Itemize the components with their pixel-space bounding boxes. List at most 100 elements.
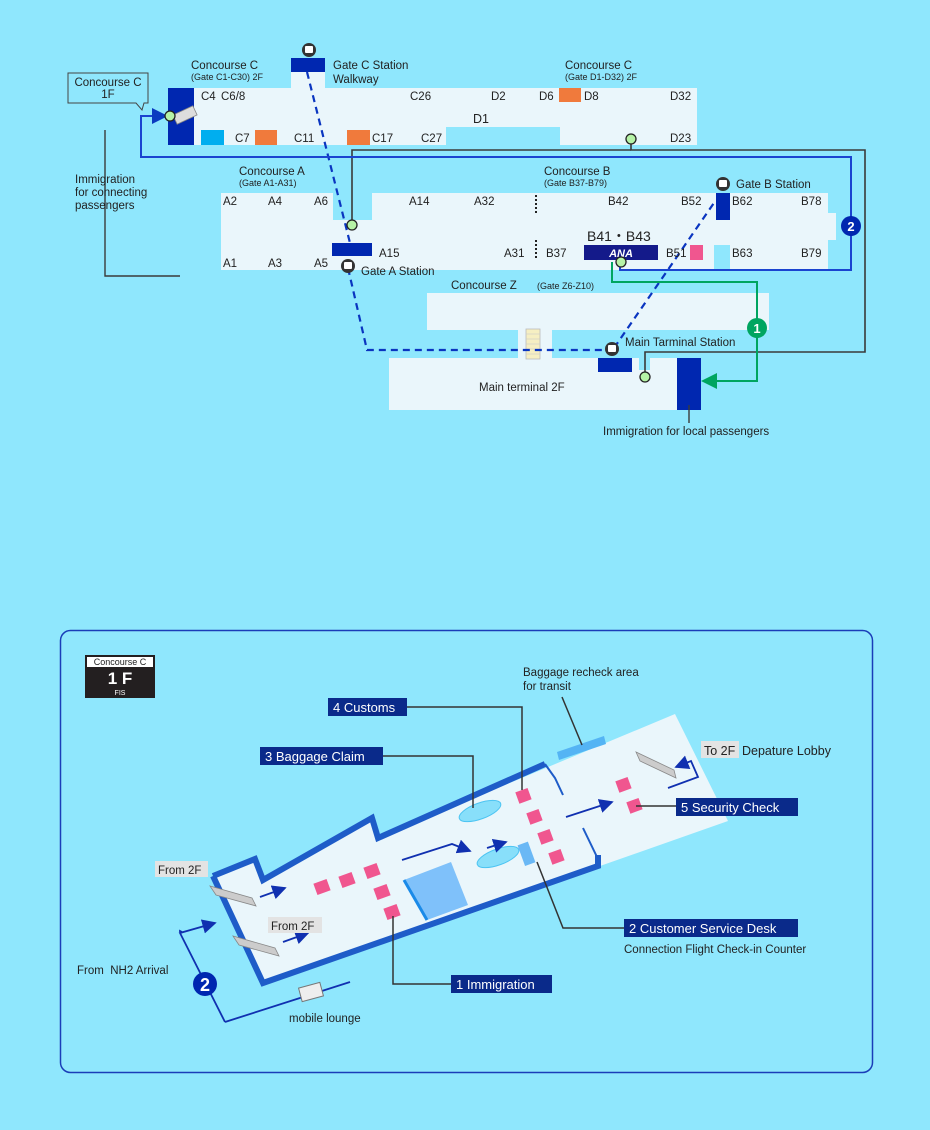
map-label: (Gate Z6-Z10) bbox=[537, 281, 594, 291]
lounge-c7 bbox=[255, 130, 277, 145]
map-label: B41・B43 bbox=[587, 228, 651, 244]
map-label: B79 bbox=[801, 248, 821, 260]
map-label: C4 bbox=[201, 91, 216, 103]
lounge-c17 bbox=[347, 130, 370, 145]
map-label: for connecting bbox=[75, 187, 147, 199]
map-label: 2 Customer Service Desk bbox=[629, 921, 777, 936]
map-label: Gate C Station bbox=[333, 60, 408, 72]
map-label: 1 Immigration bbox=[456, 977, 535, 992]
map-label: A4 bbox=[268, 196, 283, 208]
concourse-c-building bbox=[168, 58, 697, 145]
map-label: Concourse C bbox=[191, 60, 258, 72]
gate-b-station-block bbox=[716, 193, 730, 220]
gate-c-station-block bbox=[291, 58, 325, 72]
map-label: C7 bbox=[235, 133, 250, 145]
baggage-claim-label bbox=[260, 747, 383, 765]
floor-badge: Concourse C 1 F FIS bbox=[85, 655, 155, 698]
security-check-label bbox=[676, 798, 798, 816]
map-label: A15 bbox=[379, 248, 399, 260]
map-label: 4 Customs bbox=[333, 700, 396, 715]
concourse-ab-building: ANA bbox=[221, 193, 836, 270]
map-label: D32 bbox=[670, 91, 691, 103]
map-label: 2 bbox=[847, 219, 854, 234]
service-desk-label bbox=[624, 919, 798, 937]
customs-label bbox=[328, 698, 407, 716]
concourse-z-and-main-terminal bbox=[389, 293, 769, 410]
map-label: B62 bbox=[732, 196, 752, 208]
map-label: B63 bbox=[732, 248, 752, 260]
map-label: Concourse C bbox=[565, 60, 632, 72]
map-label: Main terminal 2F bbox=[479, 382, 565, 394]
map-label: B42 bbox=[608, 196, 628, 208]
map-label: (Gate A1-A31) bbox=[239, 178, 297, 188]
map-label: FIS bbox=[115, 690, 126, 697]
map-label: C27 bbox=[421, 133, 442, 145]
route-2-marker-floor: 2 bbox=[193, 972, 217, 996]
mobile-lounge-icon bbox=[297, 981, 325, 1003]
map-label: Walkway bbox=[333, 74, 379, 86]
map-label: (Gate C1-C30) 2F bbox=[191, 72, 264, 82]
pink-facility bbox=[690, 245, 703, 260]
map-label: Immigration bbox=[75, 174, 135, 186]
map-label: Depature Lobby bbox=[742, 744, 832, 758]
immigration-local-block bbox=[677, 358, 701, 410]
map-label: mobile lounge bbox=[289, 1013, 361, 1025]
info-counter bbox=[201, 130, 224, 145]
escalator-icon bbox=[172, 105, 198, 125]
service-desk bbox=[517, 841, 536, 867]
map-label: Concourse A bbox=[239, 166, 305, 178]
map-label: A2 bbox=[223, 196, 237, 208]
route-2-marker: 2 bbox=[841, 216, 861, 236]
map-label: C26 bbox=[410, 91, 431, 103]
map-label: Gate B Station bbox=[736, 179, 811, 191]
map-label: To 2F bbox=[704, 744, 736, 758]
main-station-block bbox=[598, 358, 632, 372]
map-label: A32 bbox=[474, 196, 494, 208]
counters bbox=[313, 776, 643, 921]
map-label: Immigration for local passengers bbox=[603, 426, 769, 438]
map-label: From 2F bbox=[271, 921, 314, 933]
map-label: Concourse C bbox=[74, 77, 141, 89]
map-label: D6 bbox=[539, 91, 554, 103]
map-label: B52 bbox=[681, 196, 701, 208]
map-label: A6 bbox=[314, 196, 328, 208]
map-label: B51 bbox=[666, 248, 686, 260]
map-label: A5 bbox=[314, 258, 328, 270]
transfer-points bbox=[164, 110, 651, 383]
map-label: Concourse C bbox=[94, 657, 147, 667]
map-label: B78 bbox=[801, 196, 821, 208]
step-labels: 4 Customs 3 Baggage Claim 1 Immigration … bbox=[260, 698, 798, 993]
leader-lines bbox=[383, 696, 676, 985]
map-label: 2 bbox=[200, 975, 210, 995]
map-label: D1 bbox=[473, 112, 489, 126]
recheck-counter bbox=[557, 736, 606, 760]
map-label: From NH2 Arrival bbox=[77, 965, 168, 977]
map-label: Connection Flight Check-in Counter bbox=[624, 944, 806, 956]
map-label: D8 bbox=[584, 91, 599, 103]
map-label: 3 Baggage Claim bbox=[265, 749, 365, 764]
map-label: (Gate D1-D32) 2F bbox=[565, 72, 638, 82]
immigration-label bbox=[451, 975, 552, 993]
boarding-bridges bbox=[209, 751, 677, 957]
route-lines bbox=[104, 108, 866, 423]
map-label: Concourse Z bbox=[451, 280, 517, 292]
map-label: B37 bbox=[546, 248, 566, 260]
map-label: Baggage recheck area bbox=[523, 667, 639, 679]
map-label: D23 bbox=[670, 133, 691, 145]
route-1-marker: 1 bbox=[747, 318, 767, 338]
train-icons bbox=[302, 43, 730, 356]
map-label: A3 bbox=[268, 258, 282, 270]
map-label: 1 bbox=[753, 321, 760, 336]
map-label: From 2F bbox=[158, 865, 201, 877]
map-label: 5 Security Check bbox=[681, 800, 780, 815]
map-label: for transit bbox=[523, 681, 572, 693]
map-label: A31 bbox=[504, 248, 524, 260]
map-label: D2 bbox=[491, 91, 506, 103]
map-label: A14 bbox=[409, 196, 430, 208]
gate-a-station-block bbox=[332, 243, 372, 256]
map-label: C17 bbox=[372, 133, 393, 145]
map-label: C6/8 bbox=[221, 91, 245, 103]
map-label: A1 bbox=[223, 258, 237, 270]
ana-lounge bbox=[584, 245, 658, 260]
